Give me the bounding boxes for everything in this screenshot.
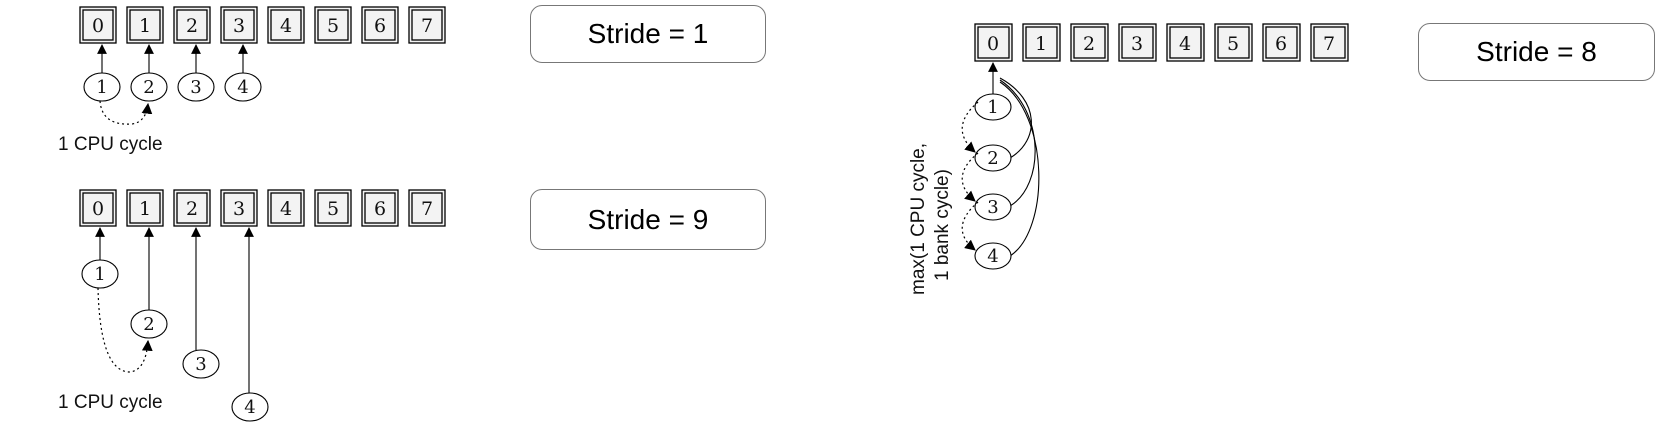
memory-bank: 1	[126, 189, 164, 227]
memory-bank: 4	[267, 6, 305, 44]
request-node: 1	[974, 93, 1012, 121]
svg-text:7: 7	[421, 198, 433, 220]
memory-bank: 0	[79, 6, 117, 44]
svg-text:2: 2	[186, 198, 198, 220]
cycle-delay-arrow	[961, 101, 979, 153]
svg-text:3: 3	[987, 197, 998, 218]
svg-text:3: 3	[233, 15, 245, 37]
request-node: 3	[182, 349, 220, 379]
svg-text:3: 3	[233, 198, 245, 220]
memory-bank: 4	[1166, 23, 1205, 62]
request-node: 2	[974, 144, 1012, 172]
request-node: 4	[974, 242, 1012, 270]
stride-label-box: Stride = 9	[530, 189, 766, 250]
request-node: 4	[231, 392, 269, 422]
access-curve	[999, 79, 1036, 207]
access-curve	[999, 77, 1032, 159]
memory-bank: 7	[1310, 23, 1349, 62]
svg-text:3: 3	[190, 77, 201, 98]
request-node: 2	[130, 309, 168, 339]
svg-text:4: 4	[244, 397, 255, 418]
memory-bank: 1	[1022, 23, 1061, 62]
stride-8-panel: 0 1 2 3 4 5 6 7 1 2 3 4 max(1 CPU cycle,…	[908, 23, 1349, 295]
svg-text:2: 2	[987, 148, 998, 169]
memory-bank: 5	[1214, 23, 1253, 62]
cycle-note: 1 CPU cycle	[58, 134, 163, 155]
request-node: 3	[177, 72, 215, 102]
cycle-delay-arrow	[961, 201, 979, 251]
svg-text:5: 5	[1227, 33, 1239, 55]
svg-text:1: 1	[139, 198, 151, 220]
access-curve	[999, 81, 1040, 257]
svg-text:3: 3	[1131, 33, 1143, 55]
request-node: 2	[130, 72, 168, 102]
svg-text:2: 2	[1083, 33, 1095, 55]
memory-bank: 7	[408, 189, 446, 227]
stride-label-box: Stride = 8	[1418, 23, 1655, 81]
memory-bank: 2	[173, 6, 211, 44]
svg-text:5: 5	[327, 198, 339, 220]
memory-bank: 2	[1070, 23, 1109, 62]
request-node: 4	[224, 72, 262, 102]
stride-1-panel: 0 1 2 3 4 5 6 7 1 2 3 4 1 CPU cycle	[58, 6, 446, 155]
memory-bank: 3	[220, 6, 258, 44]
memory-bank: 0	[79, 189, 117, 227]
bank-row: 0 1 2 3 4 5 6 7	[974, 23, 1349, 62]
cycle-note-vertical: max(1 CPU cycle, 1 bank cycle)	[908, 143, 953, 295]
request-node: 3	[974, 193, 1012, 221]
svg-text:2: 2	[186, 15, 198, 37]
svg-text:5: 5	[327, 15, 339, 37]
request-node: 1	[83, 72, 121, 102]
svg-text:6: 6	[374, 198, 386, 220]
bank-row: 0 1 2 3 4 5 6 7	[79, 6, 446, 44]
svg-text:4: 4	[280, 15, 292, 37]
svg-text:1: 1	[1035, 33, 1047, 55]
request-node: 1	[81, 259, 119, 289]
svg-text:4: 4	[280, 198, 292, 220]
memory-bank: 3	[220, 189, 258, 227]
memory-bank: 1	[126, 6, 164, 44]
memory-bank: 3	[1118, 23, 1157, 62]
svg-text:0: 0	[92, 198, 104, 220]
memory-bank: 6	[361, 6, 399, 44]
memory-bank: 5	[314, 189, 352, 227]
svg-text:0: 0	[987, 33, 999, 55]
svg-text:2: 2	[143, 77, 154, 98]
svg-text:4: 4	[237, 77, 248, 98]
cycle-delay-arrow	[99, 100, 153, 125]
memory-bank: 2	[173, 189, 211, 227]
svg-text:1: 1	[94, 264, 105, 285]
svg-text:7: 7	[1323, 33, 1335, 55]
svg-text:0: 0	[92, 15, 104, 37]
cycle-note: 1 CPU cycle	[58, 392, 163, 413]
stride-9-panel: 0 1 2 3 4 5 6 7 1 2 3 4 1 CPU cycle	[58, 189, 446, 422]
stride-label-box: Stride = 1	[530, 5, 766, 63]
memory-bank: 4	[267, 189, 305, 227]
svg-text:1: 1	[96, 77, 107, 98]
svg-text:6: 6	[374, 15, 386, 37]
svg-text:2: 2	[143, 314, 154, 335]
svg-text:6: 6	[1275, 33, 1287, 55]
memory-bank: 6	[1262, 23, 1301, 62]
memory-bank: 5	[314, 6, 352, 44]
svg-text:4: 4	[1179, 33, 1191, 55]
svg-text:4: 4	[987, 246, 998, 267]
memory-bank: 6	[361, 189, 399, 227]
svg-text:1 bank cycle): 1 bank cycle)	[932, 169, 953, 281]
memory-bank: 0	[974, 23, 1013, 62]
svg-text:1: 1	[987, 97, 998, 118]
bank-row: 0 1 2 3 4 5 6 7	[79, 189, 446, 227]
cycle-delay-arrow	[961, 152, 979, 202]
svg-text:1: 1	[139, 15, 151, 37]
svg-text:max(1 CPU cycle,: max(1 CPU cycle,	[908, 143, 929, 295]
svg-text:3: 3	[195, 354, 206, 375]
memory-bank: 7	[408, 6, 446, 44]
svg-text:7: 7	[421, 15, 433, 37]
